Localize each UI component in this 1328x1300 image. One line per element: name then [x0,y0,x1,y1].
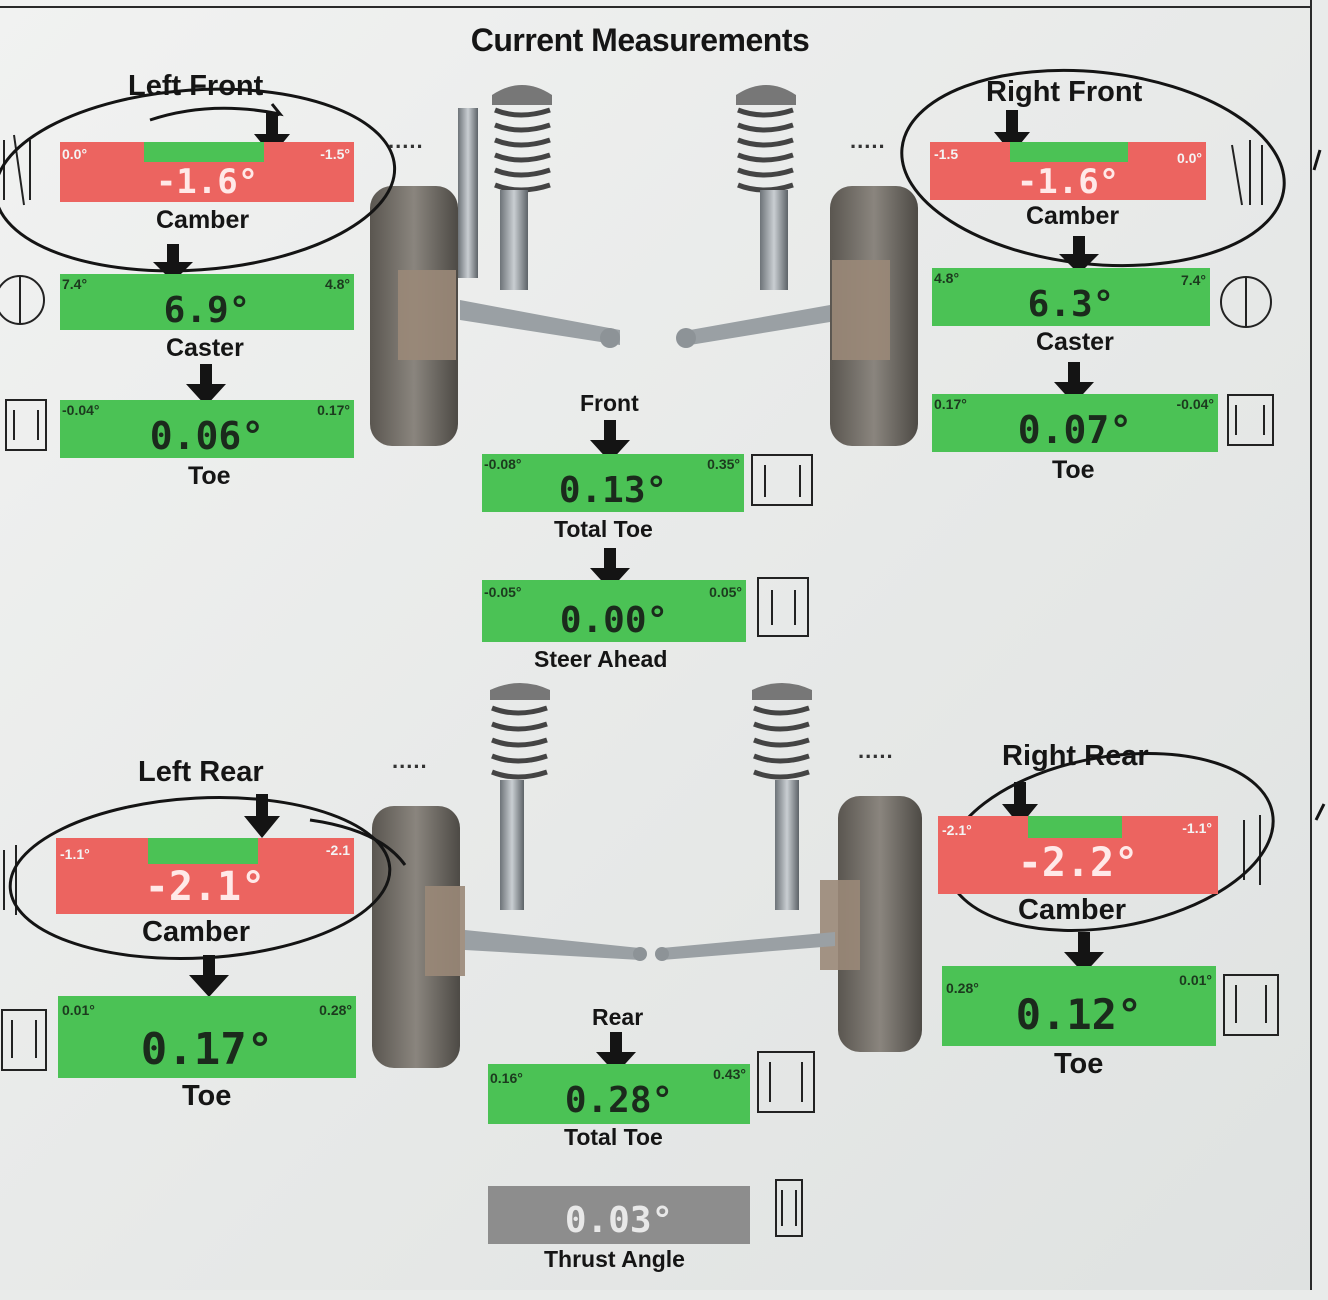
leader-dots-rear-left: ..... [392,748,428,773]
front-total-toe-heading: Front [580,390,639,416]
thrust-angle-label: Thrust Angle [544,1246,685,1272]
lr-toe-right-limit: 0.28° [319,1002,352,1018]
lf-toe-right-limit: 0.17° [317,402,350,418]
sheet-top-edge [0,0,1310,8]
corner-label-left-rear: Left Rear [138,756,264,788]
rf-caster-gauge: 4.8° 7.4° 6.3° [932,268,1210,326]
corner-label-right-rear: Right Rear [1002,740,1149,772]
rear-total-toe-left-limit: 0.16° [490,1070,523,1086]
thrust-angle-gauge: 0.03° [488,1186,750,1244]
rf-camber-right-limit: 0.0° [1176,150,1202,166]
lf-caster-left-limit: 7.4° [62,276,88,292]
rf-camber-label: Camber [1026,202,1120,230]
lf-caster-gauge: 7.4° 4.8° 6.9° [60,274,354,331]
rear-total-toe-right-limit: 0.43° [713,1066,746,1082]
rr-toe-gauge: 0.28° 0.01° 0.12° [942,966,1216,1046]
rf-caster-left-limit: 4.8° [934,270,960,286]
lr-camber-right-limit: -2.1 [325,842,350,858]
lr-camber-gauge: -1.1° -2.1 -2.1° [56,838,354,914]
lr-camber-left-limit: -1.1° [60,846,90,862]
rear-total-toe-heading: Rear [592,1004,644,1030]
rear-total-toe-label: Total Toe [564,1124,663,1150]
lr-toe-label: Toe [182,1080,232,1112]
rr-camber-value: -2.2° [1017,840,1139,886]
rf-camber-left-limit: -1.5 [934,146,959,162]
leader-dots-front-left: ..... [388,128,424,153]
rf-toe-gauge: 0.17° -0.04° 0.07° [932,394,1218,452]
rr-toe-value: 0.12° [1015,990,1143,1039]
lf-toe-left-limit: -0.04° [62,402,100,418]
corner-label-left-front: Left Front [128,70,264,102]
steer-ahead-right-limit: 0.05° [709,584,742,600]
lf-camber-right-limit: -1.5° [320,146,350,162]
rr-camber-gauge: -2.1° -1.1° -2.2° [938,816,1218,894]
lf-camber-left-limit: 0.0° [62,146,88,162]
steer-ahead-left-limit: -0.05° [484,584,522,600]
rr-toe-label: Toe [1054,1048,1104,1080]
corner-label-right-front: Right Front [986,76,1143,108]
rf-caster-value: 6.3° [1027,284,1115,325]
lf-caster-right-limit: 4.8° [324,276,350,292]
rf-toe-right-limit: -0.04° [1176,396,1214,412]
front-total-toe-left-limit: -0.08° [484,456,522,472]
lr-toe-value: 0.17° [140,1024,274,1075]
lr-toe-left-limit: 0.01° [62,1002,95,1018]
lf-toe-value: 0.06° [149,414,265,458]
leader-dots-front-right: ..... [850,128,886,153]
rf-toe-left-limit: 0.17° [934,396,967,412]
front-total-toe-label: Total Toe [554,516,653,542]
rr-camber-label: Camber [1018,894,1126,926]
front-total-toe-right-limit: 0.35° [707,456,740,472]
lr-toe-gauge: 0.01° 0.28° 0.17° [58,996,356,1078]
rr-camber-right-limit: -1.1° [1182,820,1212,836]
lf-toe-gauge: -0.04° 0.17° 0.06° [60,400,354,458]
lf-caster-label: Caster [166,334,244,362]
lf-camber-gauge: 0.0° -1.5° -1.6° [60,142,354,202]
lf-camber-label: Camber [156,206,250,234]
lf-camber-value: -1.6° [155,162,259,202]
lf-toe-label: Toe [188,462,231,490]
steer-ahead-label: Steer Ahead [534,646,668,672]
rf-camber-gauge: -1.5 0.0° -1.6° [930,142,1206,202]
rf-caster-label: Caster [1036,328,1114,356]
thrust-angle-value: 0.03° [564,1200,674,1241]
rf-caster-right-limit: 7.4° [1180,272,1206,288]
rear-total-toe-value: 0.28° [564,1080,674,1121]
rf-toe-value: 0.07° [1017,408,1133,452]
rr-camber-left-limit: -2.1° [942,822,972,838]
steer-ahead-value: 0.00° [559,600,669,641]
lr-camber-label: Camber [142,916,250,948]
lr-camber-value: -2.1° [144,864,266,910]
front-total-toe-value: 0.13° [558,470,668,511]
lf-caster-value: 6.9° [163,290,251,331]
front-total-toe-gauge: -0.08° 0.35° 0.13° [482,454,744,512]
page-title: Current Measurements [470,22,810,58]
leader-dots-rear-right: ..... [858,738,894,763]
rr-toe-right-limit: 0.01° [1179,972,1212,988]
steer-ahead-gauge: -0.05° 0.05° 0.00° [482,580,746,642]
rf-toe-label: Toe [1052,456,1095,484]
rr-toe-left-limit: 0.28° [946,980,979,996]
rear-total-toe-gauge: 0.16° 0.43° 0.28° [488,1064,750,1124]
rf-camber-value: -1.6° [1016,162,1120,202]
